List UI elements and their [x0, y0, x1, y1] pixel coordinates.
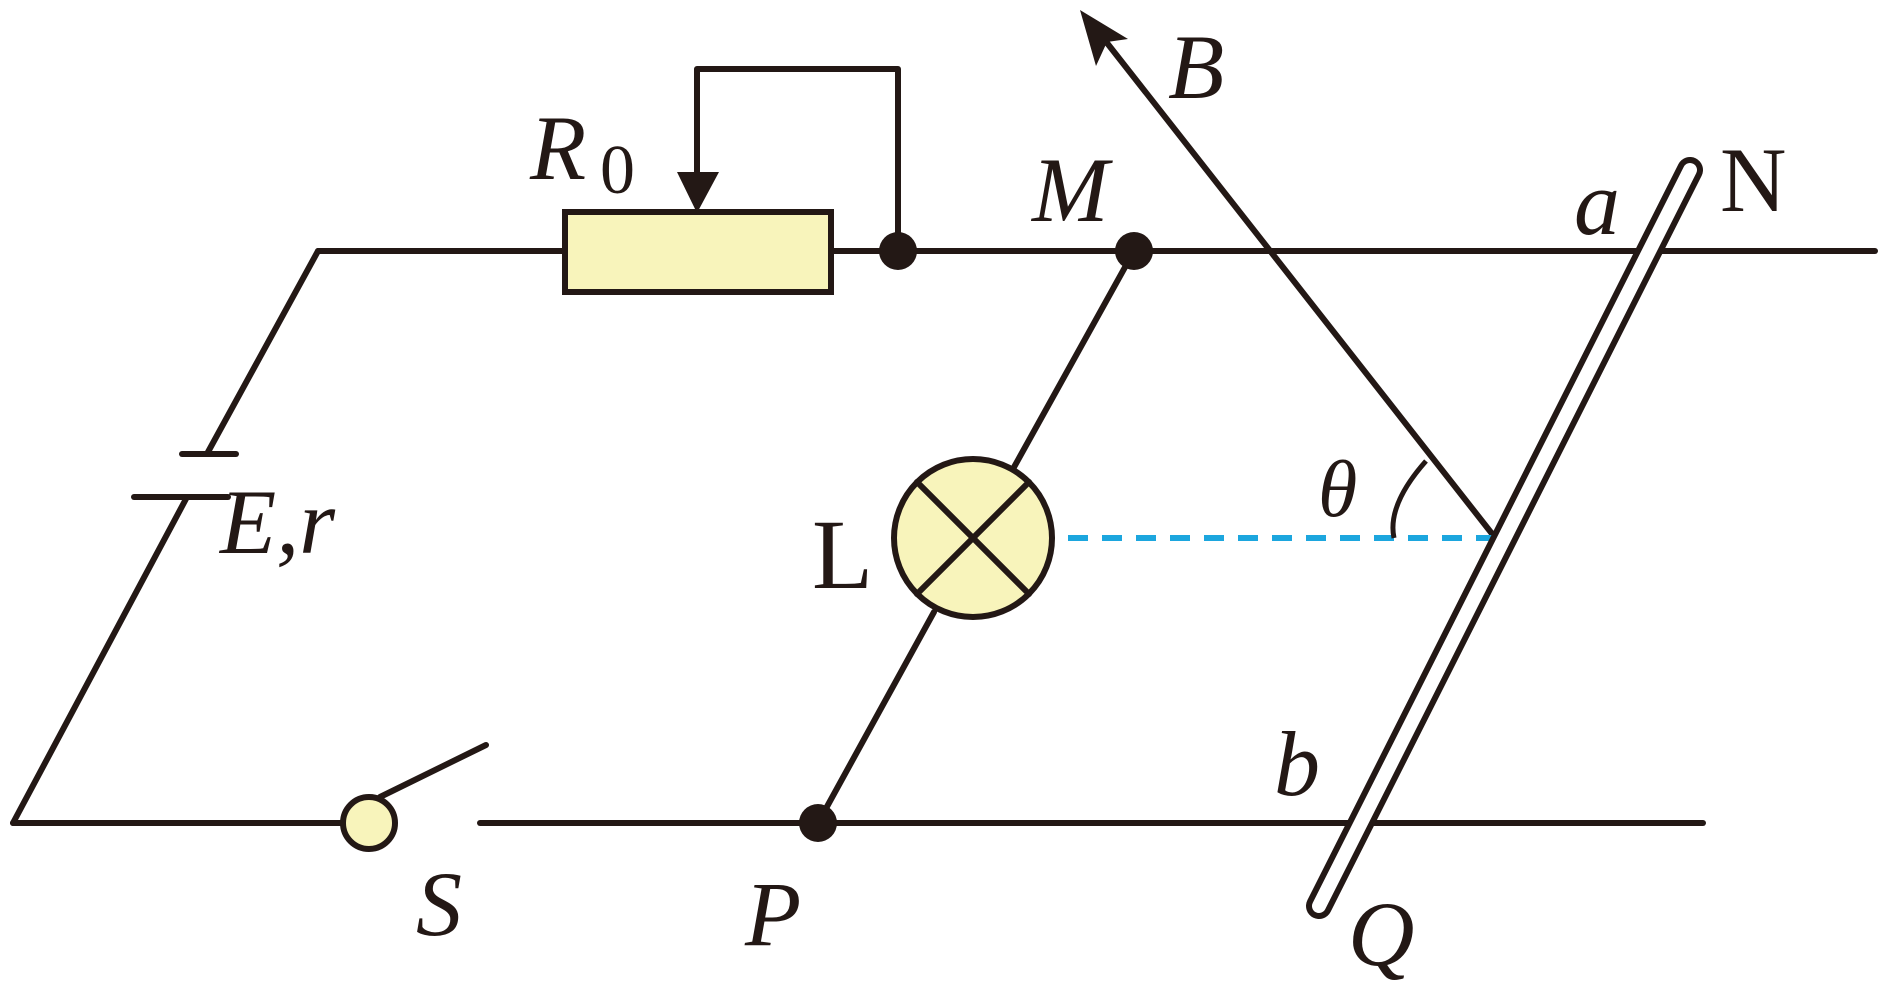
field-label: B: [1168, 16, 1224, 118]
switch-lever: [377, 742, 489, 800]
switch-pivot: [340, 794, 398, 852]
node-m-label: M: [1030, 139, 1113, 241]
junction-m: [1115, 232, 1153, 270]
switch-label: S: [416, 853, 462, 955]
angle-arc: [1390, 459, 1428, 539]
node-p-label: P: [744, 863, 801, 965]
left-lower-wire: [10, 494, 190, 826]
node-q-label: Q: [1348, 883, 1414, 985]
lamp-cross-line-2: [914, 479, 1032, 597]
rheostat-slider-arrow: [677, 172, 719, 213]
field-line: [1097, 31, 1496, 538]
left-upper-wire: [205, 248, 321, 455]
junction-p: [799, 804, 837, 842]
source-label: E,r: [218, 471, 336, 573]
junction-rheostat: [879, 232, 917, 270]
rheostat-body: [562, 209, 834, 295]
resistor-label: R: [529, 97, 586, 199]
rod-body: [1312, 163, 1697, 913]
resistor-subscript: 0: [600, 132, 635, 209]
lamp-upper-wire: [1010, 248, 1137, 472]
rheostat-slider-wire: [694, 66, 901, 254]
rod-end-b-label: b: [1274, 713, 1320, 815]
angle-label: θ: [1318, 446, 1357, 534]
lamp-lower-wire: [815, 609, 937, 826]
rod-end-a-label: a: [1574, 152, 1620, 254]
lamp-label: L: [812, 499, 873, 610]
node-n-label: N: [1720, 129, 1786, 231]
field-arrowhead: [1080, 10, 1128, 66]
